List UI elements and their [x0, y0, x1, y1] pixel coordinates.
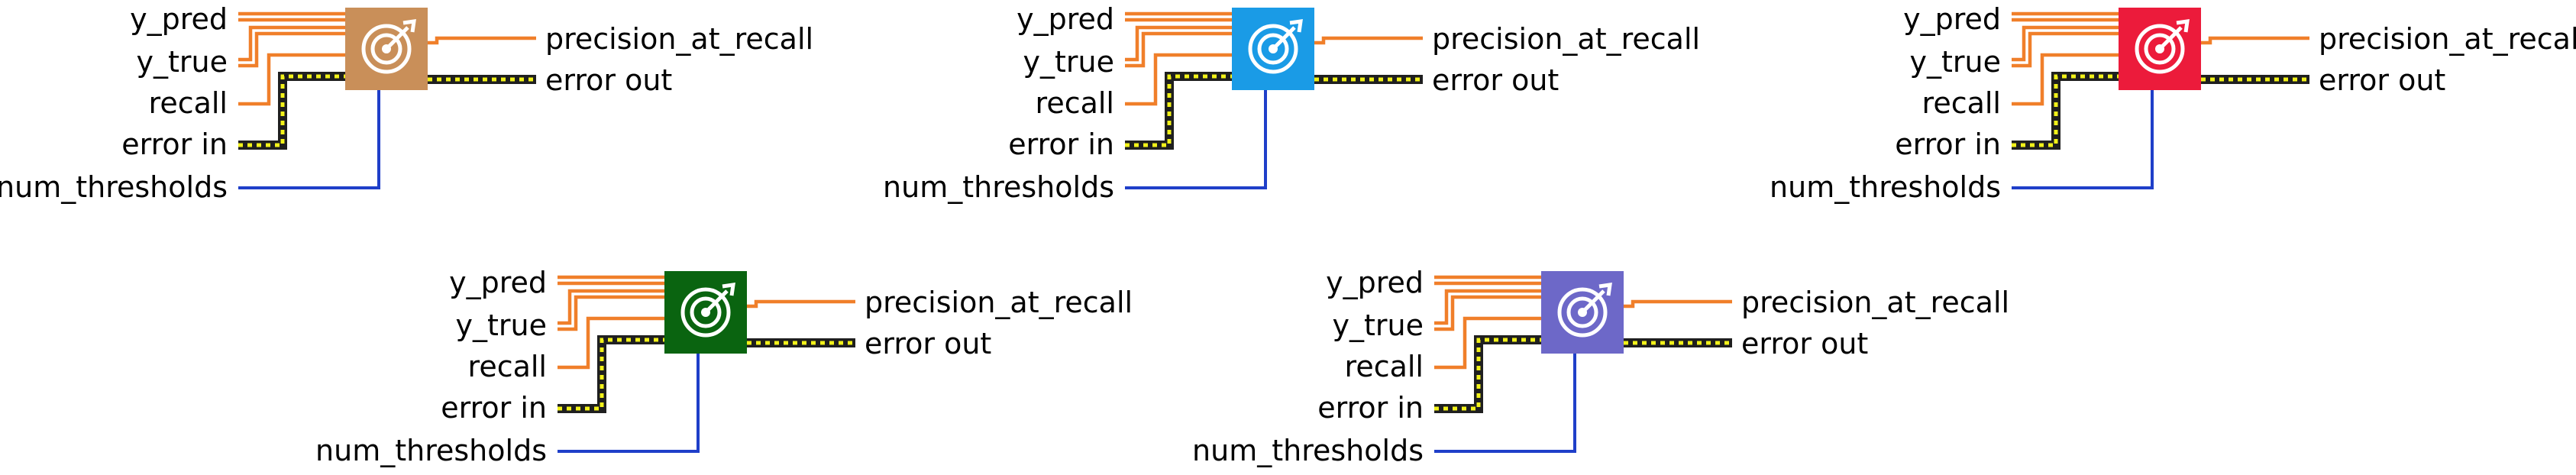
label-y-true: y_true: [1910, 45, 2001, 79]
label-precision-at-recall: precision_at_recall: [1432, 22, 1700, 56]
label-num-thresholds: num_thresholds: [883, 170, 1114, 204]
label-y-pred: y_pred: [1326, 266, 1424, 299]
target-icon: [1557, 283, 1612, 338]
wire-y-pred: [238, 11, 347, 22]
label-y-true: y_true: [1333, 309, 1424, 342]
wire-num-thresholds: [1434, 354, 1576, 453]
target-icon: [2135, 19, 2190, 74]
wire-precision-out: [428, 36, 536, 45]
wire-y-true: [558, 289, 666, 331]
wire-error-in: [558, 335, 666, 413]
label-num-thresholds: num_thresholds: [0, 170, 228, 204]
label-recall: recall: [468, 350, 547, 383]
label-error-in: error in: [1008, 128, 1114, 161]
label-error-out: error out: [545, 63, 672, 97]
label-num-thresholds: num_thresholds: [1192, 434, 1424, 467]
label-y-true: y_true: [137, 45, 228, 79]
label-precision-at-recall: precision_at_recall: [1741, 286, 2009, 319]
wire-y-pred: [2012, 11, 2120, 22]
vi-icon-box[interactable]: [2119, 8, 2201, 90]
wire-y-pred: [1125, 11, 1233, 22]
vi-icon-box[interactable]: [1232, 8, 1314, 90]
wire-recall: [1125, 53, 1233, 106]
label-error-in: error in: [121, 128, 228, 161]
wire-y-true: [238, 25, 347, 68]
vi-icon-box[interactable]: [345, 8, 428, 90]
label-y-true: y_true: [456, 309, 547, 342]
wire-y-true: [1125, 25, 1233, 68]
label-error-out: error out: [1432, 63, 1559, 97]
wire-precision-out: [2201, 36, 2309, 45]
wire-recall: [558, 316, 666, 370]
label-num-thresholds: num_thresholds: [1770, 170, 2001, 204]
wire-y-pred: [558, 275, 666, 286]
wire-precision-out: [1624, 299, 1732, 309]
wire-num-thresholds: [2012, 90, 2154, 189]
wire-recall: [1434, 316, 1543, 370]
label-error-out: error out: [865, 327, 991, 360]
wire-num-thresholds: [238, 90, 380, 189]
label-error-in: error in: [1317, 391, 1424, 425]
wire-y-true: [1434, 289, 1543, 331]
label-recall: recall: [149, 86, 228, 120]
wire-error-in: [1434, 335, 1543, 413]
label-error-in: error in: [441, 391, 547, 425]
label-y-pred: y_pred: [1017, 2, 1114, 36]
wire-num-thresholds: [1125, 90, 1267, 189]
label-precision-at-recall: precision_at_recall: [545, 22, 813, 56]
label-error-in: error in: [1895, 128, 2001, 161]
label-error-out: error out: [1741, 327, 1868, 360]
label-precision-at-recall: precision_at_recall: [865, 286, 1133, 319]
target-icon: [361, 19, 416, 74]
wire-recall: [2012, 53, 2120, 106]
target-icon: [1248, 19, 1303, 74]
label-y-true: y_true: [1023, 45, 1114, 79]
wire-error-in: [238, 72, 347, 150]
target-icon: [680, 283, 735, 338]
label-recall: recall: [1345, 350, 1424, 383]
label-y-pred: y_pred: [1903, 2, 2001, 36]
wire-precision-out: [747, 299, 855, 309]
wire-y-true: [2012, 25, 2120, 68]
wire-error-in: [1125, 72, 1233, 150]
vi-icon-box[interactable]: [664, 271, 747, 354]
label-error-out: error out: [2319, 63, 2445, 97]
label-num-thresholds: num_thresholds: [315, 434, 547, 467]
wire-recall: [238, 53, 347, 106]
wire-num-thresholds: [558, 354, 700, 453]
wire-y-pred: [1434, 275, 1543, 286]
label-recall: recall: [1036, 86, 1114, 120]
vi-icon-box[interactable]: [1541, 271, 1624, 354]
wire-error-in: [2012, 72, 2120, 150]
label-y-pred: y_pred: [130, 2, 228, 36]
label-precision-at-recall: precision_at_recall: [2319, 22, 2576, 56]
wire-precision-out: [1314, 36, 1423, 45]
label-recall: recall: [1922, 86, 2001, 120]
label-y-pred: y_pred: [449, 266, 547, 299]
